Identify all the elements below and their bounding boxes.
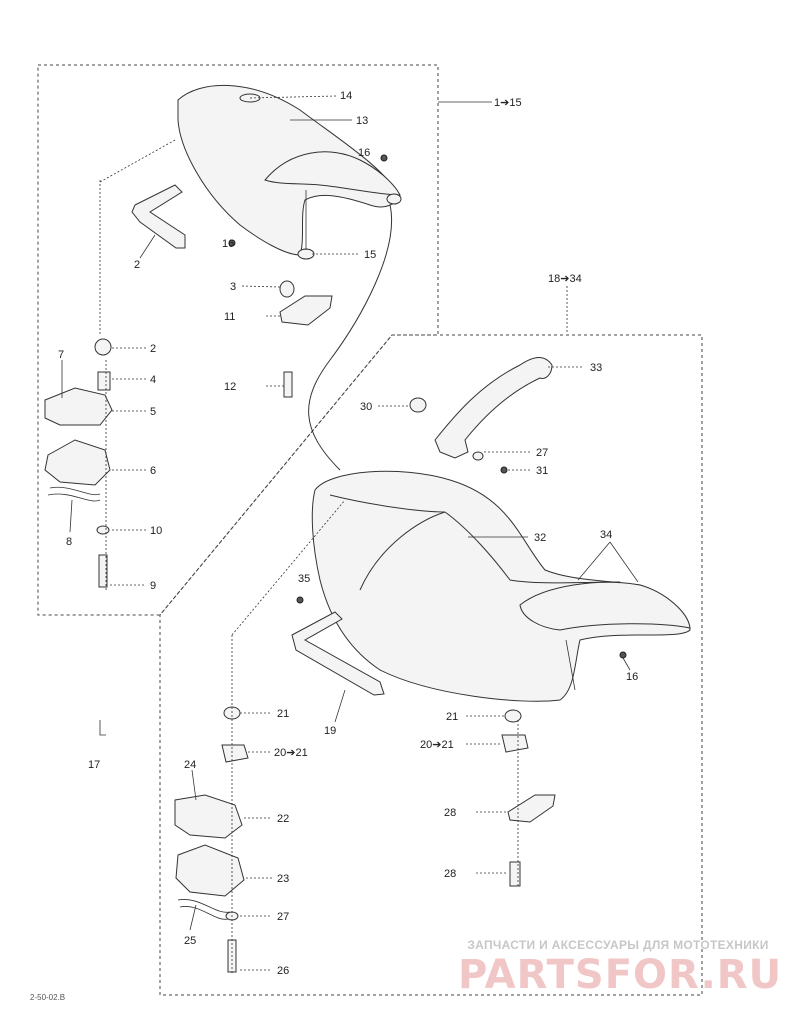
leader-17 xyxy=(99,720,106,736)
callout-30: 30 xyxy=(360,401,372,413)
callout-2-rod: 2 xyxy=(134,259,140,271)
callout-19: 19 xyxy=(324,725,336,737)
nut-31 xyxy=(500,466,508,474)
lower-group-frame xyxy=(159,334,703,996)
nut-21-right xyxy=(504,709,522,723)
watermark: ЗАПЧАСТИ И АКСЕССУАРЫ ДЛЯ МОТОТЕХНИКИ PA… xyxy=(458,938,783,998)
grommet-16-left xyxy=(228,239,236,247)
spring-25 xyxy=(177,899,231,920)
washer-10 xyxy=(96,525,110,535)
callout-28-bracket: 28 xyxy=(444,807,456,819)
callout-23: 23 xyxy=(277,873,289,885)
clip-35 xyxy=(296,596,304,604)
grab-handle xyxy=(434,357,553,459)
latch-base-6 xyxy=(44,439,111,486)
grommet-16-seat xyxy=(619,651,627,659)
callout-4: 4 xyxy=(150,374,156,386)
callout-35: 35 xyxy=(298,573,310,585)
callout-21-right: 21 xyxy=(446,711,458,723)
bracket-11 xyxy=(279,295,333,326)
callout-13: 13 xyxy=(356,115,368,127)
callout-24: 24 xyxy=(184,759,196,771)
callout-16-seat: 16 xyxy=(626,671,638,683)
callout-27-lower: 27 xyxy=(277,911,289,923)
callout-26: 26 xyxy=(277,965,289,977)
rear-cowl-trim xyxy=(519,581,691,631)
callout-22: 22 xyxy=(277,813,289,825)
callout-7: 7 xyxy=(58,349,64,361)
callout-16-left: 16 xyxy=(222,238,234,250)
callout-28-screw: 28 xyxy=(444,868,456,880)
bracket-28 xyxy=(507,794,556,823)
spacer-4 xyxy=(97,371,111,391)
callout-14: 14 xyxy=(340,90,352,102)
grommet-16-top xyxy=(380,154,388,162)
latch-cable xyxy=(308,204,392,471)
callout-3: 3 xyxy=(230,281,236,293)
l-rod-upper xyxy=(131,184,186,249)
washer-27-upper xyxy=(472,451,484,461)
spring-8 xyxy=(47,486,101,502)
callout-16-top: 16 xyxy=(358,147,370,159)
callout-34: 34 xyxy=(600,529,612,541)
cage-nut-20-right xyxy=(501,734,529,753)
bumper-15-a xyxy=(297,248,315,260)
cage-nut-20-left xyxy=(221,744,249,763)
callout-21-left: 21 xyxy=(277,708,289,720)
callout-20-21-left: 20➔21 xyxy=(274,747,308,759)
callout-10: 10 xyxy=(150,525,162,537)
callout-32: 32 xyxy=(534,532,546,544)
watermark-subtitle: ЗАПЧАСТИ И АКСЕССУАРЫ ДЛЯ МОТОТЕХНИКИ xyxy=(467,938,769,952)
screw-12 xyxy=(283,371,293,398)
group-label-upper: 1➔15 xyxy=(494,97,522,109)
callout-33: 33 xyxy=(590,362,602,374)
cowl-top-ridge xyxy=(264,151,401,196)
bumper-2-left xyxy=(94,338,112,356)
group-label-lower: 18➔34 xyxy=(548,273,582,285)
l-rod-lower xyxy=(291,611,385,696)
callout-15: 15 xyxy=(364,249,376,261)
callout-20-21-right: 20➔21 xyxy=(420,739,454,751)
callout-12: 12 xyxy=(224,381,236,393)
callout-2-bumper: 2 xyxy=(150,343,156,355)
latch-base-23 xyxy=(175,844,245,897)
callout-6: 6 xyxy=(150,465,156,477)
bumper-3-upper xyxy=(279,280,295,298)
latch-housing-5 xyxy=(44,387,113,426)
callout-5: 5 xyxy=(150,406,156,418)
screw-9 xyxy=(98,554,108,588)
diagram-reference-code: 2-50-02.B xyxy=(30,993,66,1002)
screw-28 xyxy=(509,861,521,887)
bumper-15-b xyxy=(386,193,402,205)
latch-housing-22 xyxy=(174,794,243,839)
callout-8: 8 xyxy=(66,536,72,548)
callout-17: 17 xyxy=(88,759,100,771)
callout-9: 9 xyxy=(150,580,156,592)
seat-seam xyxy=(329,494,621,591)
watermark-brand: PARTSFOR.RU xyxy=(458,952,783,998)
callout-31: 31 xyxy=(536,465,548,477)
cap-30 xyxy=(409,397,427,413)
callout-27-upper: 27 xyxy=(536,447,548,459)
callout-11: 11 xyxy=(224,311,235,323)
callout-25: 25 xyxy=(184,935,196,947)
main-seat xyxy=(311,470,691,702)
